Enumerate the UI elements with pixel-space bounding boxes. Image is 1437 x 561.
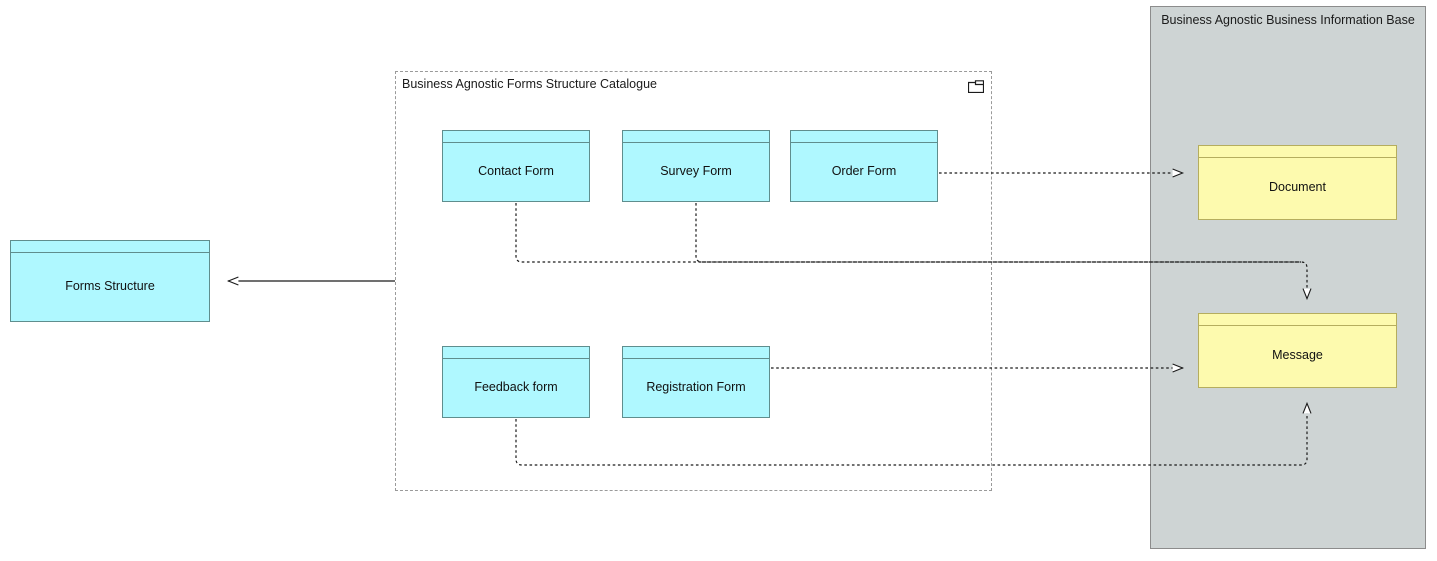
element-order-form[interactable]: Order Form [790, 130, 938, 202]
element-label: Document [1269, 180, 1326, 194]
element-label: Feedback form [474, 379, 558, 394]
element-feedback-form[interactable]: Feedback form [442, 346, 590, 418]
element-contact-form[interactable]: Contact Form [442, 130, 590, 202]
element-header-bar [443, 131, 589, 143]
element-header-bar [791, 131, 937, 143]
element-forms-structure[interactable]: Forms Structure [10, 240, 210, 322]
element-label: Survey Form [660, 163, 732, 178]
element-registration-form[interactable]: Registration Form [622, 346, 770, 418]
element-header-bar [623, 347, 769, 359]
element-header-bar [1199, 314, 1396, 326]
group-forms-structure-catalogue-title: Business Agnostic Forms Structure Catalo… [402, 77, 657, 91]
element-header-bar [11, 241, 209, 253]
element-label: Forms Structure [65, 278, 155, 293]
folder-icon [968, 80, 984, 93]
element-message[interactable]: Message [1198, 313, 1397, 388]
group-business-information-base[interactable]: Business Agnostic Business Information B… [1150, 6, 1426, 549]
element-header-bar [443, 347, 589, 359]
element-label: Registration Form [646, 379, 746, 394]
element-label: Message [1272, 348, 1323, 362]
element-label: Order Form [831, 163, 897, 178]
element-header-bar [1199, 146, 1396, 158]
element-label: Contact Form [478, 163, 554, 178]
group-business-information-base-title: Business Agnostic Business Information B… [1161, 13, 1415, 27]
element-document[interactable]: Document [1198, 145, 1397, 220]
element-survey-form[interactable]: Survey Form [622, 130, 770, 202]
element-header-bar [623, 131, 769, 143]
